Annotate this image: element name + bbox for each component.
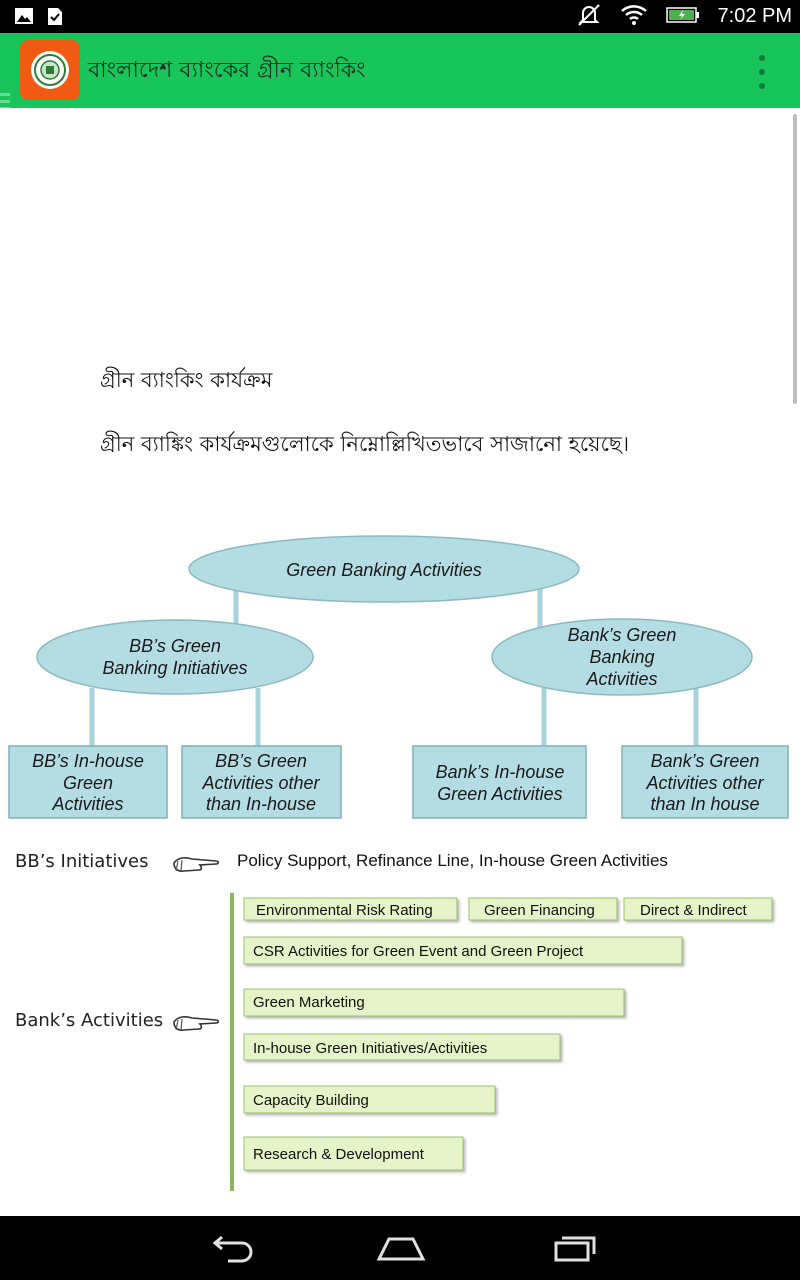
bank-activities-label: Bank’s Activities [15,1010,163,1031]
bb-initiatives-text: Policy Support, Refinance Line, In-house… [237,851,668,870]
scrollbar[interactable] [793,114,797,404]
bb-other-line1: BB’s Green [215,751,307,771]
bb-other-line3: than In-house [206,794,316,814]
activity-item: Environmental Risk Rating [256,902,433,919]
wifi-icon [620,3,648,31]
bank-other-line1: Bank’s Green [651,751,760,771]
bb-inhouse-line3: Activities [51,794,123,814]
root-node [188,535,580,603]
bank-inhouse-box [412,745,587,819]
app-bar: বাংলাদেশ ব্যাংকের গ্রীন ব্যাংকিং [0,33,800,110]
app-logo-icon[interactable] [20,40,80,100]
bank-activities-line3: Activities [585,669,657,689]
activity-item: Research & Development [253,1146,425,1163]
bank-activities-node [491,618,753,696]
bb-initiatives-line2: Banking Initiatives [102,658,247,678]
bb-initiatives-node [36,619,314,695]
bank-activities-line2: Banking [589,647,654,667]
mute-icon [576,2,602,32]
bb-other-line2: Activities other [201,773,320,793]
content-area[interactable]: গ্রীন ব্যাংকিং কার্যক্রম গ্রীন ব্যাঙ্কিং… [0,108,800,1216]
pointing-hand-icon [173,857,220,872]
bank-inhouse-line2: Green Activities [437,784,562,804]
bank-other-line3: than In house [650,794,759,814]
app-title: বাংলাদেশ ব্যাংকের গ্রীন ব্যাংকিং [88,58,366,83]
bb-initiatives-line1: BB’s Green [129,636,221,656]
bank-inhouse-line1: Bank’s In-house [436,762,565,782]
download-complete-icon [46,6,64,30]
activity-item: Direct & Indirect [640,902,748,919]
overflow-menu-icon[interactable] [754,55,770,89]
activity-items: Environmental Risk Rating Green Financin… [243,897,773,1171]
image-icon [14,6,34,30]
bb-inhouse-box [8,745,168,819]
section-heading: গ্রীন ব্যাংকিং কার্যক্রম [100,368,273,392]
bank-activities-line1: Bank’s Green [568,625,677,645]
activity-item: Green Marketing [253,994,365,1011]
pointing-hand-icon [173,1016,220,1031]
home-icon[interactable] [371,1230,431,1266]
bb-other-box [181,745,342,819]
recent-apps-icon[interactable] [543,1230,603,1266]
activity-item: Green Financing [484,902,595,919]
status-time: 7:02 PM [717,5,792,27]
navigation-bar [0,1216,800,1280]
section-paragraph: গ্রীন ব্যাঙ্কিং কার্যক্রমগুলোকে নিম্নোল্… [100,432,630,456]
diagram-connectors [89,588,699,746]
activity-item: In-house Green Initiatives/Activities [253,1040,487,1057]
bank-activities-divider [230,893,234,1191]
status-bar: 7:02 PM [0,0,800,33]
battery-charging-icon [665,6,700,28]
bb-inhouse-line2: Green [63,773,113,793]
bank-other-line2: Activities other [645,773,764,793]
activity-item: CSR Activities for Green Event and Green… [253,943,584,960]
root-node-label: Green Banking Activities [286,560,481,580]
activity-item: Capacity Building [253,1092,369,1109]
back-icon[interactable] [201,1230,261,1266]
bb-inhouse-line1: BB’s In-house [32,751,144,771]
bank-other-box [621,745,789,819]
bb-initiatives-label: BB’s Initiatives [15,851,149,872]
green-banking-diagram: Green Banking Activities BB’s Green Bank… [8,535,789,1191]
